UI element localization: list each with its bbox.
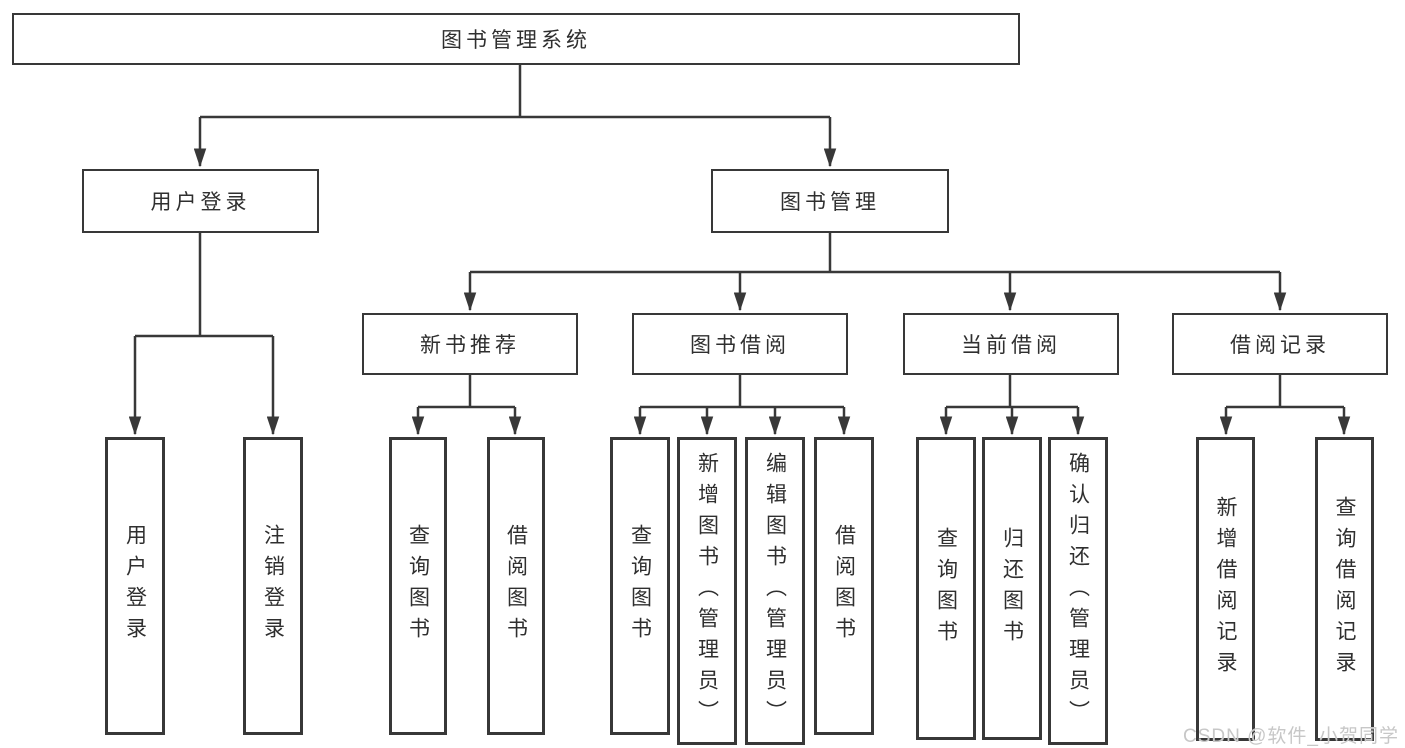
node-user-login-label: 用户登录	[150, 191, 251, 214]
leaf-borrow-edit-books-admin: 编辑图书（管理员）	[745, 437, 805, 745]
node-borrow-records-label: 借阅记录	[1230, 334, 1330, 357]
leaf-borrow-edit-books-admin-label: 编辑图书（管理员）	[763, 451, 787, 731]
leaf-current-return-books: 归还图书	[982, 437, 1042, 740]
leaf-records-query-record: 查询借阅记录	[1315, 437, 1374, 741]
leaf-current-confirm-return-admin-label: 确认归还（管理员）	[1066, 451, 1090, 731]
leaf-current-query-books: 查询图书	[916, 437, 976, 740]
leaf-newbook-borrow-books-label: 借阅图书	[504, 524, 528, 648]
leaf-records-add-record: 新增借阅记录	[1196, 437, 1255, 741]
leaf-borrow-borrow-books-label: 借阅图书	[832, 524, 856, 648]
node-book-borrow: 图书借阅	[632, 313, 848, 375]
connector-trunks	[135, 65, 1344, 409]
node-new-book-recommend-label: 新书推荐	[420, 334, 520, 357]
leaf-logout: 注销登录	[243, 437, 303, 735]
leaf-records-add-record-label: 新增借阅记录	[1214, 496, 1237, 682]
leaf-newbook-borrow-books: 借阅图书	[487, 437, 545, 735]
leaf-borrow-add-books-admin: 新增图书（管理员）	[677, 437, 737, 745]
node-borrow-records: 借阅记录	[1172, 313, 1388, 375]
watermark: CSDN @软件_小贺同学	[1183, 726, 1399, 747]
node-current-borrow-label: 当前借阅	[961, 334, 1061, 357]
node-root: 图书管理系统	[12, 13, 1020, 65]
leaf-current-query-books-label: 查询图书	[934, 526, 958, 651]
leaf-user-login-label: 用户登录	[123, 524, 147, 648]
leaf-current-confirm-return-admin: 确认归还（管理员）	[1048, 437, 1108, 745]
node-root-label: 图书管理系统	[441, 29, 591, 52]
leaf-borrow-query-books-label: 查询图书	[628, 524, 652, 648]
leaf-user-login: 用户登录	[105, 437, 165, 735]
leaf-records-query-record-label: 查询借阅记录	[1333, 496, 1356, 682]
leaf-logout-label: 注销登录	[261, 524, 285, 648]
leaf-newbook-query-books: 查询图书	[389, 437, 447, 735]
node-current-borrow: 当前借阅	[903, 313, 1119, 375]
leaf-borrow-query-books: 查询图书	[610, 437, 670, 735]
leaf-borrow-borrow-books: 借阅图书	[814, 437, 874, 735]
node-book-borrow-label: 图书借阅	[690, 334, 790, 357]
leaf-newbook-query-books-label: 查询图书	[406, 524, 430, 648]
leaf-current-return-books-label: 归还图书	[1000, 526, 1024, 651]
leaf-borrow-add-books-admin-label: 新增图书（管理员）	[695, 451, 719, 731]
node-book-management-label: 图书管理	[780, 191, 880, 214]
node-new-book-recommend: 新书推荐	[362, 313, 578, 375]
node-user-login: 用户登录	[82, 169, 319, 233]
node-book-management: 图书管理	[711, 169, 949, 233]
